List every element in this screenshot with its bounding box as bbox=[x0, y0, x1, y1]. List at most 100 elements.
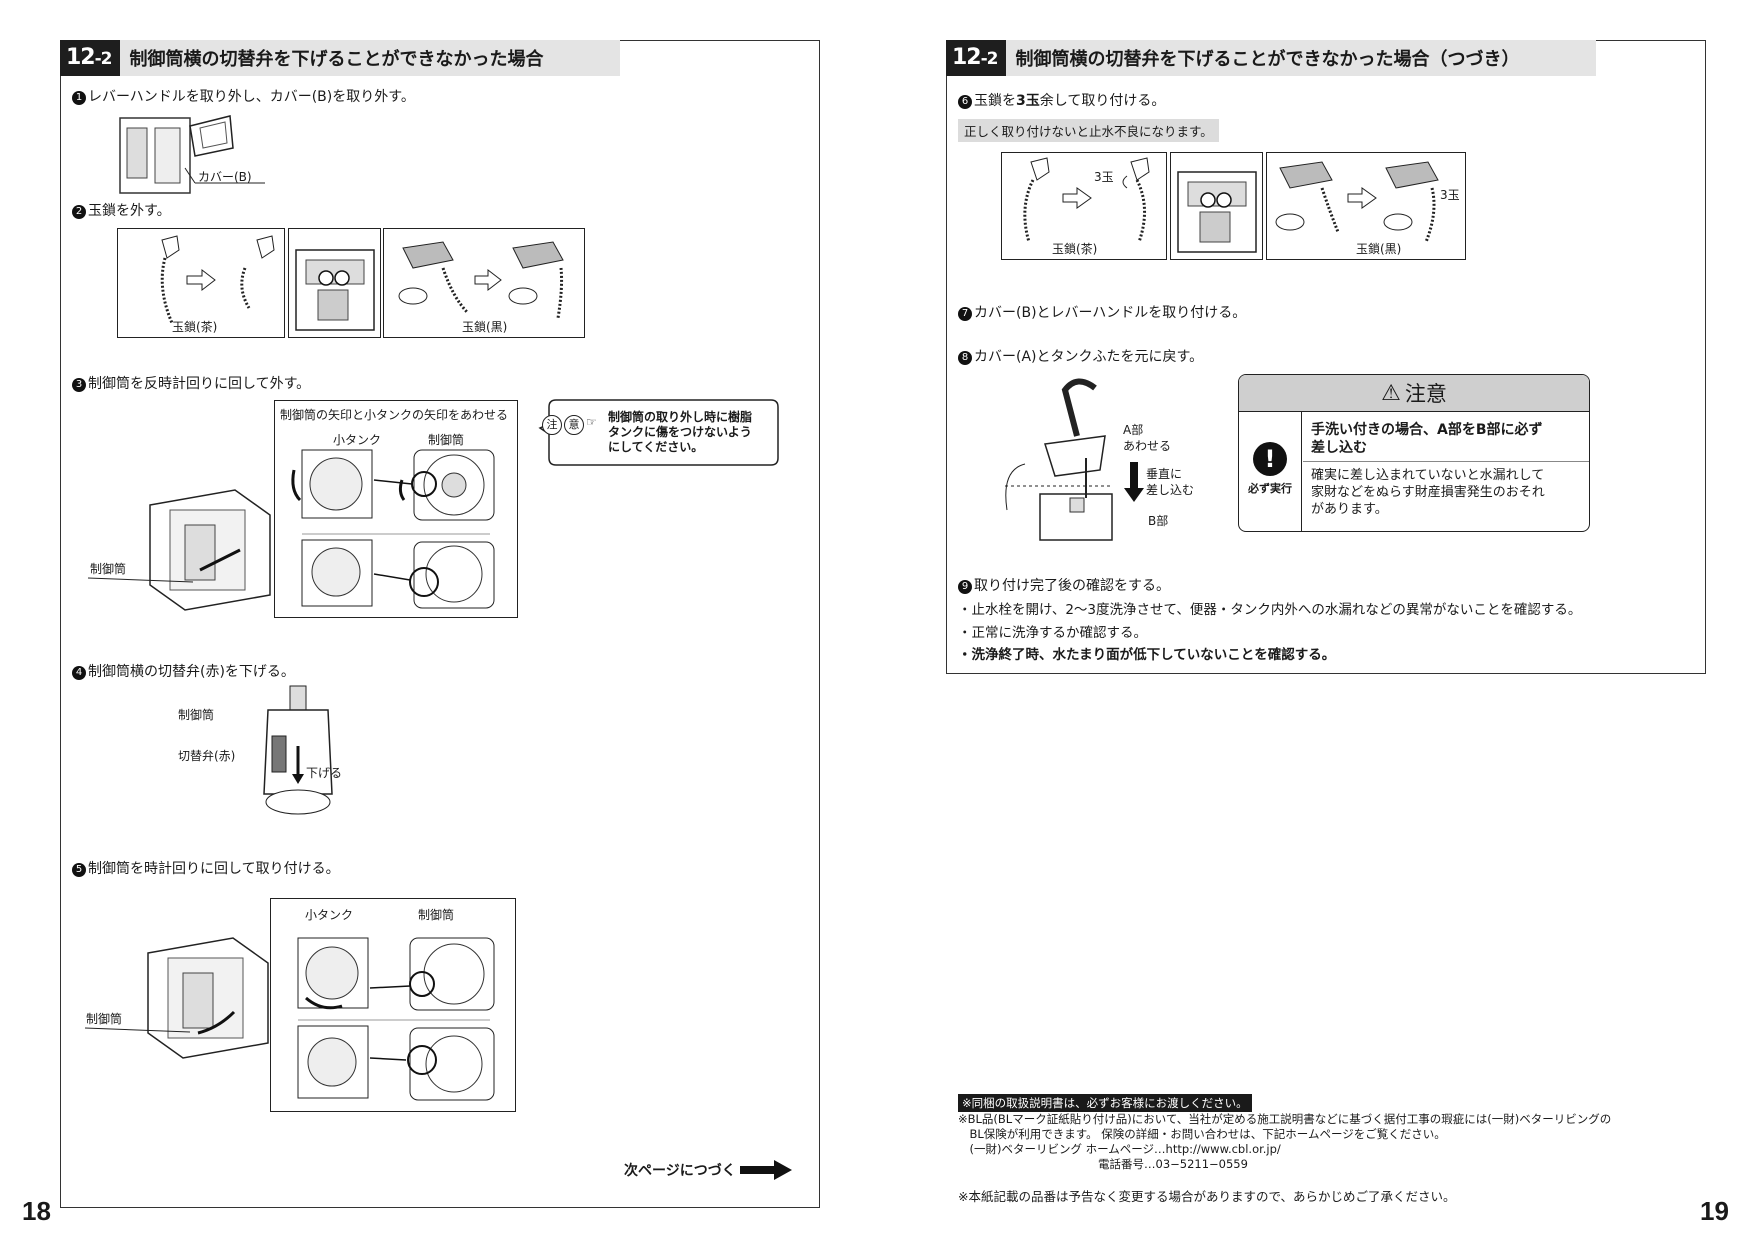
warning-triangle-icon: ⚠ bbox=[1381, 380, 1401, 406]
leader-line bbox=[84, 1027, 191, 1033]
check-bullet-bold: ・洗浄終了時、水たまり面が低下していないことを確認する。 bbox=[958, 647, 1336, 663]
label-insert: 差し込む bbox=[1146, 483, 1195, 497]
step-number: 8 bbox=[958, 351, 972, 365]
right-section-header: 12-2 制御筒横の切替弁を下げることができなかった場合（つづき） bbox=[946, 40, 1596, 76]
caution-bubble-shape bbox=[538, 399, 779, 466]
notice-box: ※同梱の取扱説明書は、必ずお客様にお渡しください。 bbox=[958, 1094, 1252, 1112]
tank-open-illustration bbox=[295, 249, 375, 331]
tank-body-illustration bbox=[149, 489, 271, 611]
step-text: レバーハンドルを取り外し、カバー(B)を取り外す。 bbox=[88, 89, 415, 105]
label-cylinder-step5: 制御筒 bbox=[418, 908, 455, 922]
caution-heading-line: 手洗い付きの場合、A部をB部に必ず bbox=[1311, 422, 1543, 438]
footer-line: ※BL品(BLマーク証紙貼り付け品)において、当社が定める施工説明書などに基づく… bbox=[958, 1112, 1612, 1126]
caution-body-line: 確実に差し込まれていないと水漏れして bbox=[1311, 468, 1545, 483]
label-lower: 下げる bbox=[306, 766, 343, 780]
arrow-right-icon bbox=[739, 1160, 792, 1180]
check-bullet: ・正常に洗浄するか確認する。 bbox=[958, 625, 1147, 641]
step-text: 制御筒を時計回りに回して取り付ける。 bbox=[88, 861, 340, 877]
step-text: 制御筒を反時計回りに回して外す。 bbox=[88, 376, 311, 392]
section-number: 12-2 bbox=[946, 40, 1006, 76]
step-number: 3 bbox=[72, 378, 86, 392]
step-text-bold: 3玉 bbox=[1016, 93, 1040, 109]
install-illustration bbox=[297, 937, 495, 1101]
caution-heading-line: 差し込む bbox=[1311, 440, 1367, 456]
step-number: 4 bbox=[72, 666, 86, 680]
caution-body: 確実に差し込まれていないと水漏れして 家財などをぬらす財産損害発生のおそれ があ… bbox=[1311, 467, 1545, 518]
step-number: 6 bbox=[958, 95, 972, 109]
label-cover-b: カバー(B) bbox=[198, 170, 252, 184]
label-small-tank: 小タンク bbox=[333, 433, 382, 447]
label-chain-black: 玉鎖(黒) bbox=[462, 320, 508, 334]
label-cylinder-side-step5: 制御筒 bbox=[86, 1012, 123, 1026]
footer-line: BL保険が利用できます。 保険の詳細・お問い合わせは、下記ホームページをご覧くだ… bbox=[958, 1127, 1446, 1141]
switch-valve-illustration bbox=[263, 685, 333, 815]
caution-heading: 手洗い付きの場合、A部をB部に必ず 差し込む bbox=[1311, 421, 1543, 457]
step-text: カバー(A)とタンクふたを元に戻す。 bbox=[974, 349, 1204, 365]
continue-text: 次ページにつづく bbox=[624, 1163, 736, 1179]
label-chain-brown: 玉鎖(茶) bbox=[1052, 242, 1098, 256]
section-title: 制御筒横の切替弁を下げることができなかった場合 bbox=[129, 49, 544, 70]
left-section-header: 12-2 制御筒横の切替弁を下げることができなかった場合 bbox=[60, 40, 620, 76]
step-number: 7 bbox=[958, 307, 972, 321]
exclamation-icon: ! bbox=[1253, 442, 1287, 476]
caution-text: 制御筒の取り外し時に樹脂 タンクに傷をつけないよう にしてください。 bbox=[608, 410, 752, 455]
label-3ball: 3玉 bbox=[1440, 188, 1460, 202]
page-number-right: 19 bbox=[1700, 1196, 1729, 1226]
footer-text: ※BL品(BLマーク証紙貼り付け品)において、当社が定める施工説明書などに基づく… bbox=[958, 1112, 1611, 1172]
caution-body-line: があります。 bbox=[1311, 502, 1388, 517]
lever-cover-illustration bbox=[119, 115, 265, 194]
chain-black-install-illustration bbox=[1275, 161, 1439, 243]
must-do-column: ! 必ず実行 bbox=[1239, 412, 1302, 531]
label-part-b: B部 bbox=[1148, 514, 1169, 528]
step-number: 5 bbox=[72, 863, 86, 877]
chain-brown-install-panel bbox=[1001, 152, 1167, 260]
caution-header: ⚠注意 bbox=[1239, 375, 1589, 412]
must-do-label: 必ず実行 bbox=[1248, 482, 1292, 495]
label-switch-valve: 切替弁(赤) bbox=[178, 749, 236, 763]
tank-open-illustration-right bbox=[1177, 171, 1257, 253]
section-title: 制御筒横の切替弁を下げることができなかった場合（つづき） bbox=[1015, 49, 1520, 70]
leader-line bbox=[87, 577, 194, 583]
step-number: 9 bbox=[958, 580, 972, 594]
footer-line: (一財)ベターリビング ホームページ…http://www.cbl.or.jp/ bbox=[958, 1142, 1281, 1156]
footer-phone: 電話番号…03−5211−0559 bbox=[1098, 1157, 1248, 1171]
caution-body-line: 家財などをぬらす財産損害発生のおそれ bbox=[1311, 485, 1545, 500]
disclaimer: ※本紙記載の品番は予告なく変更する場合がありますので、あらかじめご了承ください。 bbox=[958, 1189, 1456, 1204]
arrow-down-icon bbox=[1124, 462, 1144, 502]
caution-badge-char: 意 bbox=[564, 415, 584, 435]
step-text: カバー(B)とレバーハンドルを取り付ける。 bbox=[974, 305, 1247, 321]
caution-line: 制御筒の取り外し時に樹脂 bbox=[608, 410, 753, 424]
label-small-tank-step5: 小タンク bbox=[305, 908, 354, 922]
caution-line: タンクに傷をつけないよう bbox=[608, 425, 752, 439]
caution-badge-char: 注 bbox=[542, 415, 562, 435]
chain-brown-illustration bbox=[160, 235, 275, 324]
label-chain-black: 玉鎖(黒) bbox=[1356, 242, 1402, 256]
caution-title: 注意 bbox=[1404, 382, 1447, 406]
label-part-a: A部 bbox=[1123, 423, 1144, 437]
caution-divider bbox=[1303, 461, 1589, 462]
alignment-illustration bbox=[291, 449, 495, 609]
step-number: 1 bbox=[72, 91, 86, 105]
continue-next-page: 次ページにつづく bbox=[624, 1160, 792, 1180]
page-number-left: 18 bbox=[22, 1196, 51, 1226]
label-chain-brown: 玉鎖(茶) bbox=[172, 320, 218, 334]
hand-wash-assembly-illustration bbox=[1005, 378, 1113, 541]
step-number: 2 bbox=[72, 205, 86, 219]
chain-brown-install-illustration bbox=[1023, 157, 1150, 243]
check-bullet: ・止水栓を開け、2〜3度洗浄させて、便器・タンク内外への水漏れなどの異常がないこ… bbox=[958, 602, 1582, 618]
label-align: あわせる bbox=[1123, 439, 1172, 453]
alignment-panel-title: 制御筒の矢印と小タンクの矢印をあわせる bbox=[280, 408, 509, 422]
warning-strip: 正しく取り付けないと止水不良になります。 bbox=[958, 119, 1219, 142]
label-cylinder-step4: 制御筒 bbox=[178, 708, 215, 722]
label-3ball: 3玉 bbox=[1094, 170, 1114, 184]
step-text: 余して取り付ける。 bbox=[1039, 93, 1166, 109]
caution-panel: ⚠注意 ! 必ず実行 手洗い付きの場合、A部をB部に必ず 差し込む 確実に差し込… bbox=[1238, 374, 1590, 532]
